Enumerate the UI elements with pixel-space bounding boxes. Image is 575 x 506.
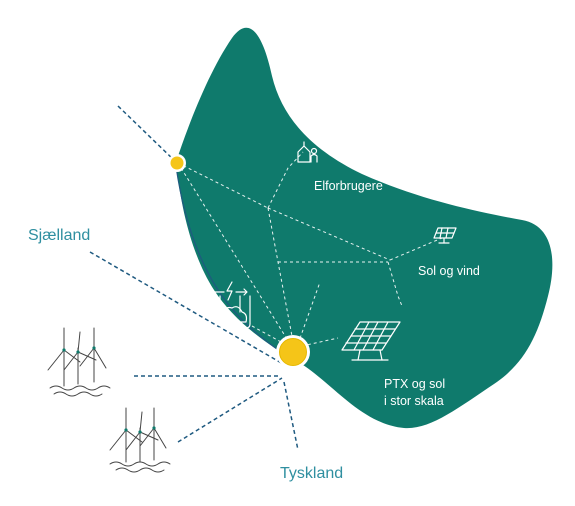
grid-node-northwest [168,154,186,172]
label-sol-og-vind: Sol og vind [418,264,480,278]
external-connections [89,105,299,451]
label-elforbrugere: Elforbrugere [314,179,383,193]
label-sjaelland: Sjælland [28,227,90,244]
large-solar-panel-icon [341,321,401,361]
small-solar-panel-icon [433,227,457,244]
label-ptx-line1: PTX og sol [384,377,445,391]
label-ptx-line2: i stor skala [384,394,444,408]
ptx-electrolysis-icon [209,281,251,329]
label-tyskland: Tyskland [280,465,343,482]
grid-node-main [276,335,310,369]
region-shape [176,27,553,429]
offshore-wind-farm-icon [47,327,111,397]
consumers-icon [297,141,318,163]
offshore-wind-farm-icon [109,407,171,473]
coastline-edge [175,165,297,363]
